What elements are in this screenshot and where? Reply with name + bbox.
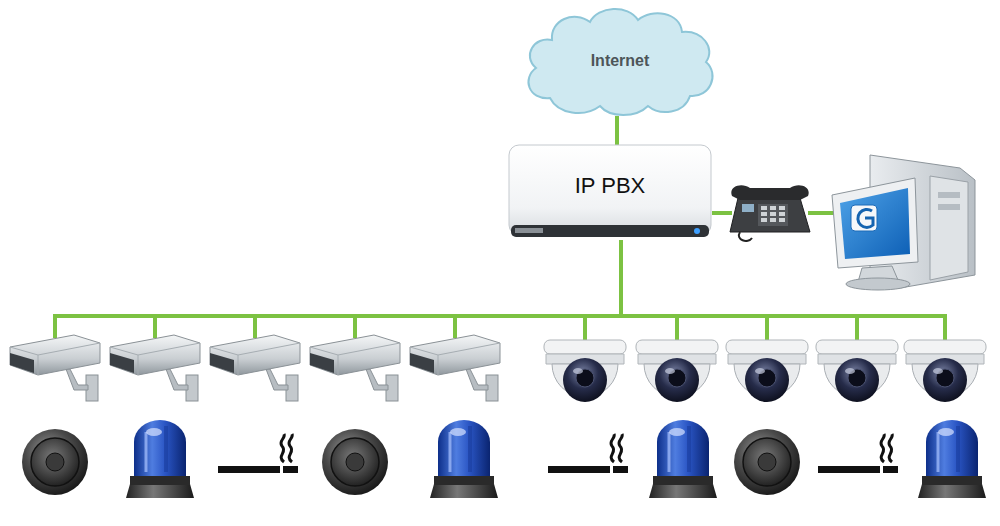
node-label: IP PBX: [575, 173, 646, 199]
network-link: [617, 116, 618, 145]
pbx-device: IP PBX: [507, 143, 713, 241]
cloud-node: Internet: [520, 2, 720, 120]
node-label: Internet: [591, 52, 650, 70]
